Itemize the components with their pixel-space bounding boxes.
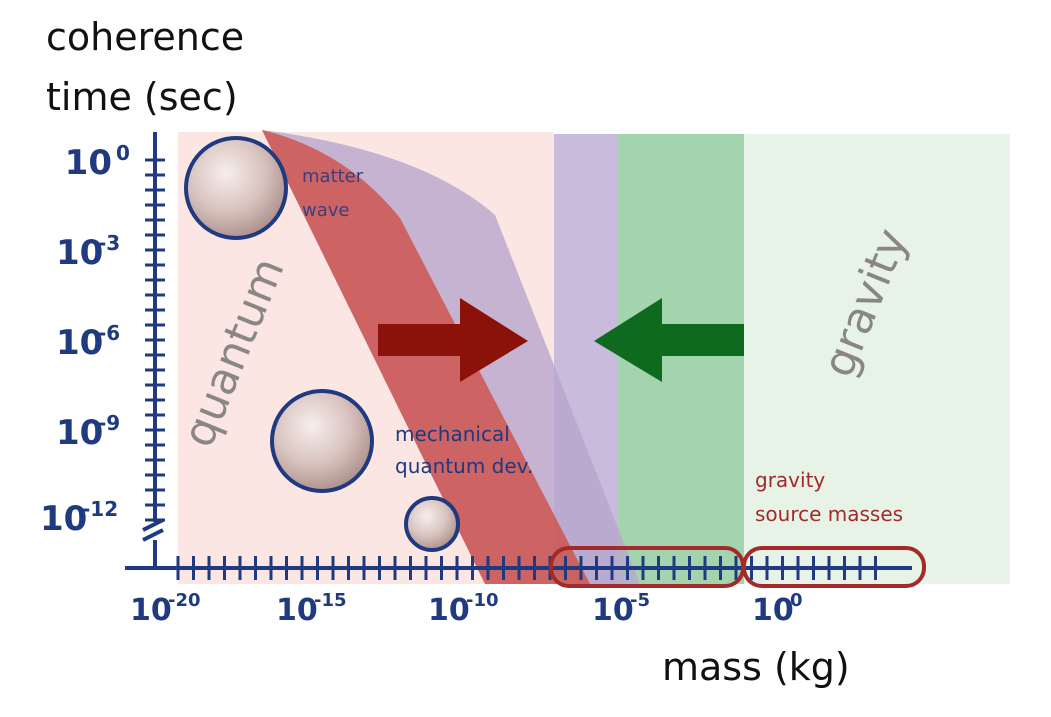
source-mass-capsule	[742, 546, 926, 588]
svg-text:10: 10	[752, 593, 794, 628]
left-arrow-icon	[594, 298, 744, 382]
x-tick-label: 10 -20	[130, 590, 201, 628]
y-tick-label: 10 -9	[56, 411, 120, 453]
x-axis	[125, 556, 912, 580]
svg-text:-3: -3	[98, 231, 120, 255]
y-tick-label: 10 -6	[56, 321, 120, 363]
svg-text:10: 10	[56, 323, 103, 363]
sphere-icon	[270, 389, 374, 493]
y-axis-title-line2: time (sec)	[46, 75, 238, 119]
x-axis-title: mass (kg)	[662, 645, 850, 689]
source-masses-label-line2: source masses	[755, 502, 903, 526]
matter-wave-label-line1: matter	[302, 166, 364, 187]
svg-text:10: 10	[592, 593, 634, 628]
svg-text:0: 0	[790, 590, 803, 611]
x-tick-label: 10 -5	[592, 590, 650, 628]
matter-wave-label-line2: wave	[302, 200, 349, 221]
y-tick-label: 10 -3	[56, 231, 120, 273]
x-tick-label: 10 -10	[428, 590, 499, 628]
sphere-icon	[184, 136, 288, 240]
svg-text:-20: -20	[168, 590, 201, 611]
svg-text:10: 10	[428, 593, 470, 628]
svg-text:-6: -6	[98, 321, 120, 345]
svg-text:-12: -12	[82, 497, 118, 521]
y-tick-label: 10 -12	[40, 497, 118, 539]
svg-text:10: 10	[40, 499, 87, 539]
red-band	[262, 130, 590, 584]
x-tick-label: 10 0	[752, 590, 803, 628]
x-tick-label: 10 -15	[276, 590, 347, 628]
y-tick-label: 10 0	[65, 141, 130, 183]
svg-text:0: 0	[116, 141, 130, 165]
svg-text:-9: -9	[98, 411, 120, 435]
svg-text:10: 10	[56, 233, 103, 273]
svg-text:10: 10	[56, 413, 103, 453]
y-axis-title-line1: coherence	[46, 15, 244, 59]
sphere-icon	[404, 496, 460, 552]
svg-text:10: 10	[65, 143, 112, 183]
svg-text:-5: -5	[630, 590, 650, 611]
svg-text:10: 10	[276, 593, 318, 628]
y-axis	[142, 132, 165, 566]
mechanical-label-line2: quantum dev.	[395, 454, 533, 478]
svg-text:-10: -10	[466, 590, 499, 611]
svg-text:10: 10	[130, 593, 172, 628]
mechanical-label-line1: mechanical	[395, 422, 510, 446]
gravity-region-light	[744, 134, 1010, 584]
source-masses-label-line1: gravity	[755, 468, 825, 492]
svg-text:-15: -15	[314, 590, 347, 611]
right-arrow-icon	[378, 298, 528, 382]
